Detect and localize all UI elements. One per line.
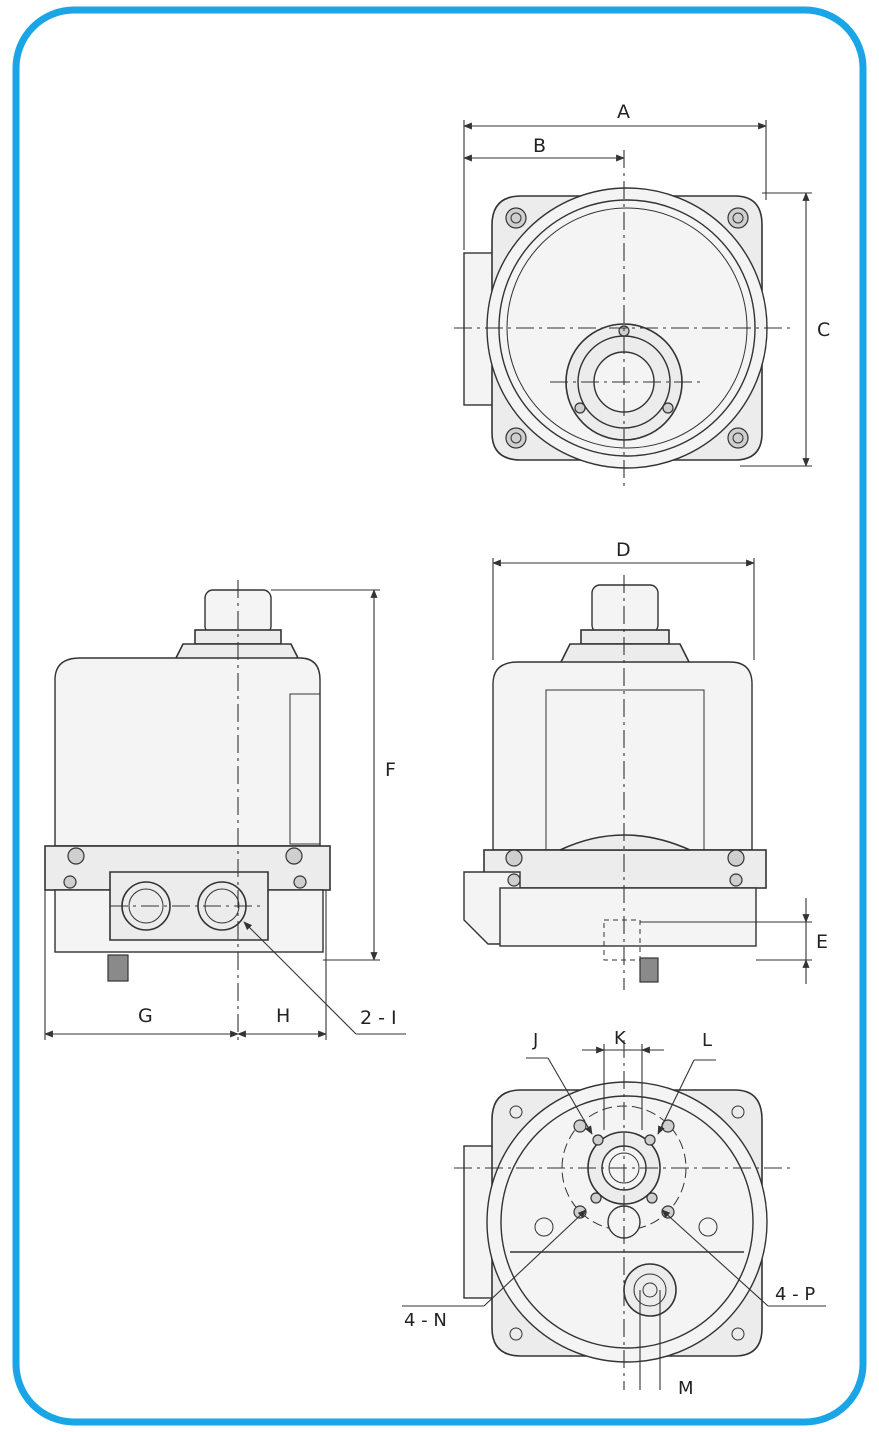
side-view-left (44, 580, 406, 1040)
frame-border (12, 6, 867, 1426)
label-4-p: 4 - P (775, 1284, 815, 1305)
label-c: C (817, 319, 830, 341)
bottom-view (402, 1040, 826, 1390)
label-b: B (533, 135, 546, 157)
label-g: G (138, 1005, 153, 1027)
label-a: A (617, 101, 630, 123)
label-h: H (276, 1005, 290, 1027)
label-j: J (532, 1030, 538, 1051)
label-d: D (616, 539, 631, 561)
label-2-i: 2 - I (360, 1007, 397, 1029)
label-k: K (614, 1028, 627, 1049)
label-4-n: 4 - N (404, 1310, 447, 1331)
label-f: F (385, 759, 396, 781)
label-m: M (678, 1378, 694, 1399)
label-e: E (816, 931, 828, 953)
front-view (463, 558, 812, 990)
label-l: L (702, 1030, 712, 1051)
top-view (454, 120, 812, 490)
